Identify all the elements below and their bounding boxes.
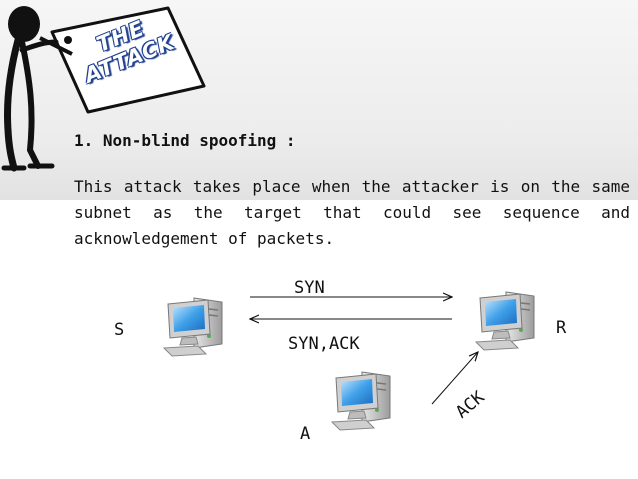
computer-icon-r <box>475 291 535 351</box>
syn-label: SYN <box>294 278 325 298</box>
node-label-r: R <box>556 318 567 338</box>
ack-arrow <box>431 352 478 405</box>
body-paragraph: This attack takes place when the attacke… <box>74 177 630 248</box>
node-label-s: S <box>114 320 125 340</box>
section-heading: 1. Non-blind spoofing : <box>74 131 296 150</box>
node-label-a: A <box>300 424 311 444</box>
computer-icon-a <box>331 371 391 431</box>
syn-ack-label: SYN,ACK <box>288 334 360 354</box>
stick-figure-sign-illustration <box>1 6 206 172</box>
computer-icon-s <box>163 297 223 357</box>
